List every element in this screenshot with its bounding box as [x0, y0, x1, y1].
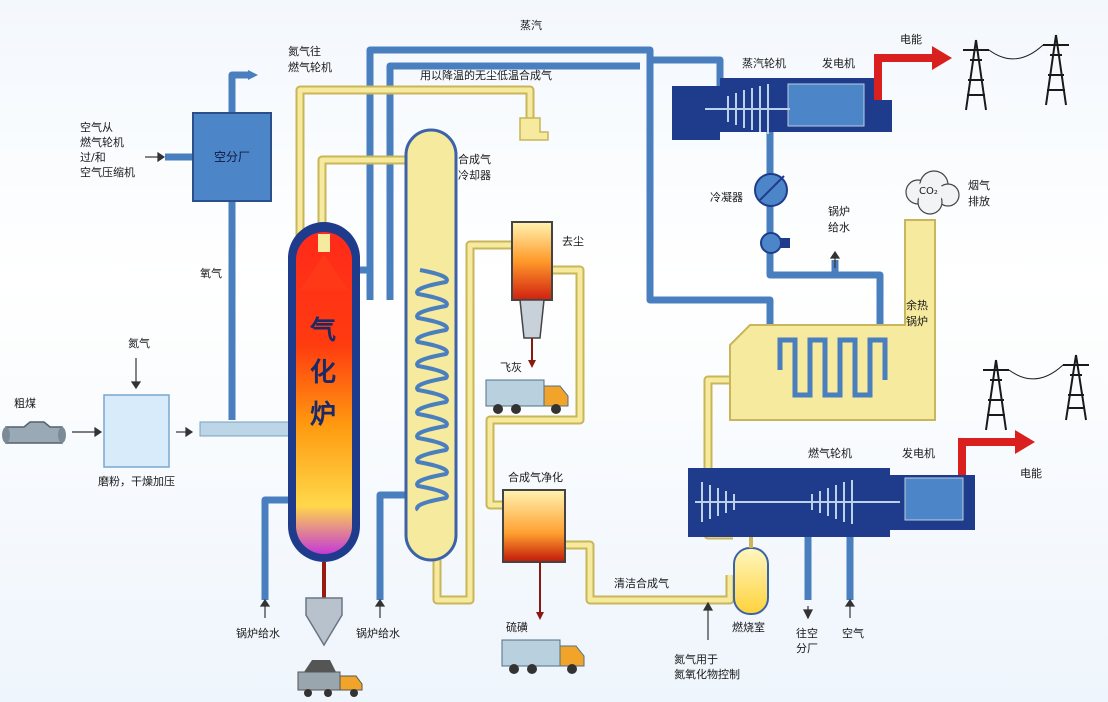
combustor: [733, 547, 769, 615]
hrsg-label: 余热锅炉: [906, 299, 928, 328]
generator-bottom: [904, 477, 964, 521]
nox-control-label: 氮气用于氮氧化物控制: [674, 653, 740, 681]
oxygen-label: 氧气: [200, 267, 222, 280]
raw-coal-icon: [5, 421, 63, 444]
sulfur-label: 硫磺: [506, 621, 528, 634]
fly-ash-truck-icon: [485, 379, 569, 414]
boiler-water-label-2: 锅炉给水: [356, 627, 400, 640]
air-label: 空气: [842, 627, 864, 640]
coal-feed-conveyor: [199, 421, 293, 437]
air-separation-unit: [192, 112, 272, 202]
syngas-cleanup-unit: [502, 489, 566, 563]
gas-turbine-label: 燃气轮机: [808, 447, 852, 460]
slag-hopper: [305, 597, 343, 647]
coal-prep-box: [103, 394, 170, 468]
power-tower-icon: [963, 34, 1089, 431]
air-source-label: 空气从燃气轮机 过/和空气压缩机: [80, 121, 135, 179]
asu-outlet-arrow: [248, 70, 258, 80]
nitrogen-label: 氮气: [128, 337, 150, 350]
condenser-label: 冷凝器: [710, 191, 743, 204]
grinding-label: 磨粉，干燥加压: [98, 475, 175, 488]
coal-flow-arrows: [72, 151, 194, 438]
sulfur-truck-icon: [501, 639, 585, 674]
gasifier-flame-tip: [300, 255, 348, 290]
gasifier-top-port: [318, 234, 330, 252]
co2-cloud-icon: [905, 170, 960, 215]
syngas-nozzle: [519, 117, 549, 141]
heat-recovery-boiler: [729, 219, 936, 421]
power-top-label: 电能: [900, 33, 922, 46]
gasifier-char-1: 气: [310, 316, 337, 346]
power-arrowhead-bottom: [1015, 430, 1035, 454]
cooler-coil: [415, 268, 449, 512]
hrsg-coil: [777, 337, 888, 398]
gasifier-char-3: 炉: [310, 400, 337, 430]
coal-pipe-end: [2, 427, 10, 443]
deduster-cone: [519, 299, 545, 339]
generator-bottom-label: 发电机: [902, 447, 935, 460]
gasifier-flame: [296, 232, 352, 554]
power-arrowhead-top: [932, 46, 952, 70]
sulfur-arrow: [536, 612, 544, 620]
generator-top: [787, 83, 865, 127]
fly-ash-label: 飞灰: [500, 361, 522, 374]
boiler-water-label-1: 锅炉给水: [236, 627, 280, 640]
steam-label: 蒸汽: [520, 19, 542, 32]
power-arrow-bottom: [958, 438, 1018, 475]
to-asu-label: 往空分厂: [796, 627, 818, 655]
slag-truck-icon: [297, 660, 363, 697]
gas-turbine-blades: [695, 480, 900, 524]
fly-ash-arrow: [528, 360, 536, 368]
deduster: [511, 221, 553, 301]
gasifier-char-2: 化: [310, 358, 337, 388]
syngas-clean-label: 合成气净化: [508, 471, 563, 484]
boiler-feed-label: 锅炉给水: [828, 205, 850, 234]
asu-label: 空分厂: [213, 150, 250, 164]
dedust-label: 去尘: [562, 235, 584, 248]
cooling-syngas-label: 用以降温的无尘低温合成气: [420, 69, 552, 82]
generator-top-label: 发电机: [822, 57, 855, 70]
steam-turbine-label: 蒸汽轮机: [742, 57, 786, 70]
syngas-cooler-label: 合成气冷却器: [458, 153, 491, 182]
bottom-input-arrows: [259, 250, 856, 640]
steam-turbine-blades: [705, 84, 790, 134]
raw-coal-label: 粗煤: [14, 397, 36, 410]
condensate-pump: [760, 232, 782, 254]
nitrogen-to-gt-label: 氮气往燃气轮机: [288, 45, 332, 74]
combustor-label: 燃烧室: [732, 621, 765, 634]
flue-gas-label: 烟气排放: [968, 179, 990, 208]
power-bottom-label: 电能: [1020, 467, 1042, 480]
coal-pipe-end: [58, 427, 66, 443]
clean-syngas-label: 清洁合成气: [614, 577, 669, 590]
power-arrow-top: [874, 54, 935, 100]
co2-label: CO₂: [919, 186, 938, 197]
